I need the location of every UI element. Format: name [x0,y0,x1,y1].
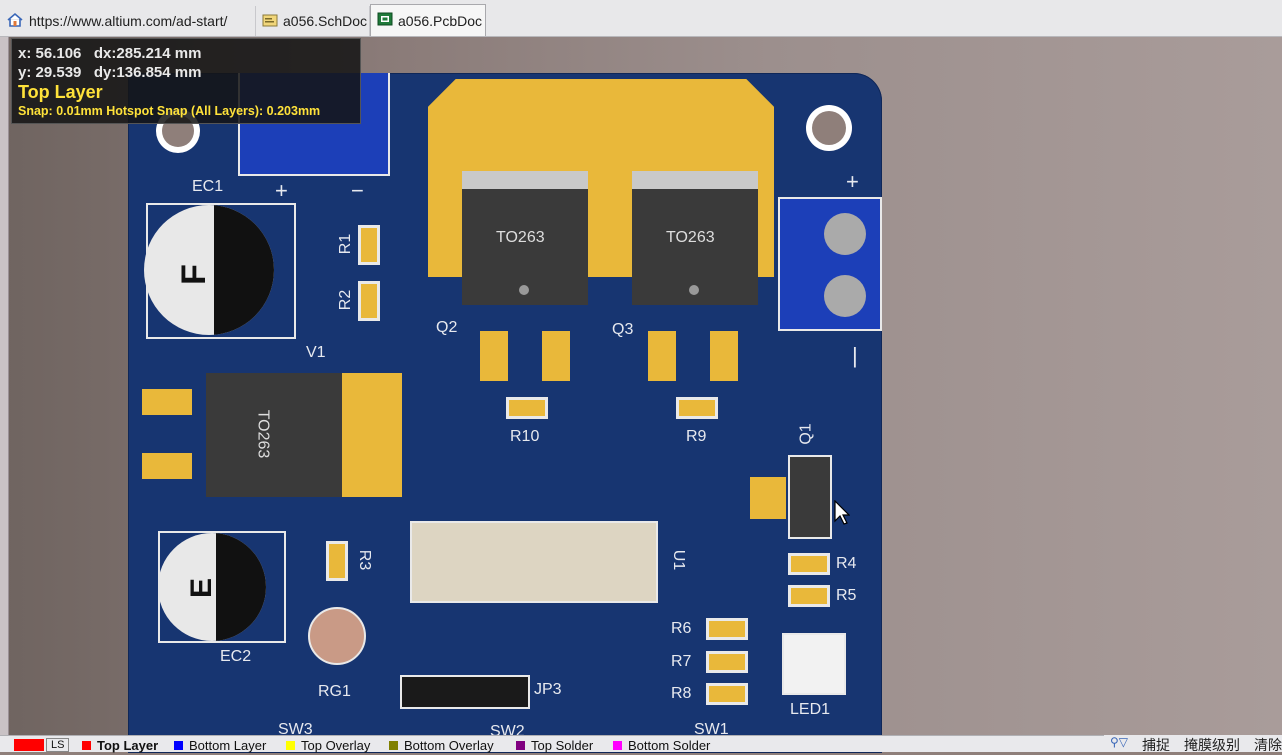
schematic-doc-icon [262,13,278,30]
terminal-right-minus: | [852,343,858,368]
r3-label: R3 [356,549,374,571]
layer-tab-label: Bottom Overlay [404,737,494,753]
layer-tab-bottom-solder[interactable]: Bottom Solder [613,737,710,753]
hud-active-layer: Top Layer [18,82,103,102]
ec1-label: EC1 [192,178,224,195]
r1-resistor[interactable] [358,225,380,265]
v1-pad-1 [142,389,192,415]
layer-tab-top-layer[interactable]: Top Layer [82,737,158,753]
led1-label: LED1 [790,701,831,718]
terminal-block-right[interactable] [778,197,882,331]
document-tab-bar: https://www.altium.com/ad-start/ a056.Sc… [0,0,1282,37]
u1-ic[interactable] [410,521,658,603]
clear-button[interactable]: 清除 [1254,737,1282,753]
tab-pcbdoc[interactable]: a056.PcbDoc [370,4,486,36]
terminal-left-minus: − [351,178,364,203]
layer-tab-bottom-overlay[interactable]: Bottom Overlay [389,737,494,753]
layer-tab-label: Top Layer [97,737,159,753]
r6-resistor[interactable] [706,618,748,640]
r6-label: R6 [671,620,692,637]
layer-tab-label: Top Solder [531,737,594,753]
ec2-capacitor[interactable]: E [158,531,286,643]
pcb-doc-icon [377,12,393,29]
q1-transistor[interactable] [788,455,832,539]
layer-tab-bar: LS Top Layer Bottom Layer Top Overlay Bo… [0,735,1282,753]
tab-label: a056.SchDoc [283,13,368,29]
r2-resistor[interactable] [358,281,380,321]
sw3-label: SW3 [278,721,313,738]
pcb-board[interactable]: + − TO263 Q2 TO263 Q3 + | F EC1 R1 R2 TO… [128,73,882,753]
mouse-cursor-icon [834,499,851,531]
v1-label: V1 [306,344,326,361]
rg1-photoresistor[interactable] [308,607,366,665]
led1[interactable] [782,633,846,695]
q3-package-label: TO263 [666,229,715,246]
hud-x-readout: x: 56.106 dx:285.214 mm [18,45,202,62]
coordinate-hud: x: 56.106 dx:285.214 mm y: 29.539 dy:136… [11,38,361,124]
v1-regulator[interactable]: TO263 [206,373,342,497]
hud-y-readout: y: 29.539 dy:136.854 mm [18,64,202,81]
jp3-label: JP3 [534,681,562,698]
v1-package-label: TO263 [254,409,272,459]
v1-heatsink-pad [342,373,402,497]
layer-tab-top-solder[interactable]: Top Solder [516,737,593,753]
q1-label: Q1 [797,423,815,445]
ec1-capacitor[interactable]: F [144,203,296,339]
layer-tab-label: Top Overlay [301,737,371,753]
q2-pad-2 [542,331,570,381]
layer-tab-bottom-layer[interactable]: Bottom Layer [174,737,266,753]
r4-label: R4 [836,555,857,572]
r3-resistor[interactable] [326,541,348,581]
sw1-label: SW1 [694,721,729,738]
mount-hole-top-right [806,105,852,151]
q2-package-label: TO263 [496,229,545,246]
ec1-polarity-mark: F [174,264,213,285]
home-icon [6,12,24,31]
r7-resistor[interactable] [706,651,748,673]
q3-label: Q3 [612,321,634,338]
mask-level-button[interactable]: 掩膜级别 [1184,737,1240,753]
r4-resistor[interactable] [788,553,830,575]
terminal-left-plus: + [275,178,288,203]
filter-icon[interactable]: ⚲▽ [1109,735,1128,749]
r5-resistor[interactable] [788,585,830,607]
tab-label: a056.PcbDoc [398,12,483,29]
layer-tab-label: Bottom Solder [628,737,711,753]
r7-label: R7 [671,653,692,670]
q3-pad-2 [710,331,738,381]
ls-label: LS [46,738,70,752]
layer-tab-label: Bottom Layer [189,737,267,753]
jp3-header[interactable] [400,675,530,709]
rg1-label: RG1 [318,683,351,700]
status-right-controls: ⚲▽ 捕捉 掩膜级别 清除 [1103,735,1282,753]
q3-pad-1 [648,331,676,381]
u1-label: U1 [670,549,688,571]
q3-body[interactable]: TO263 [632,171,758,305]
r8-resistor[interactable] [706,683,748,705]
r5-label: R5 [836,587,857,604]
hud-snap-info: Snap: 0.01mm Hotspot Snap (All Layers): … [18,104,321,118]
snap-button[interactable]: 捕捉 [1142,737,1170,753]
r9-resistor[interactable] [676,397,718,419]
tab-home[interactable]: https://www.altium.com/ad-start/ [0,6,256,36]
r10-label: R10 [510,428,540,445]
tab-label: https://www.altium.com/ad-start/ [29,13,228,29]
r8-label: R8 [671,685,692,702]
layer-tab-top-overlay[interactable]: Top Overlay [286,737,370,753]
left-panel-edge [0,37,9,735]
r2-label: R2 [337,289,355,311]
v1-pad-2 [142,453,192,479]
ec2-label: EC2 [220,648,252,665]
tab-schdoc[interactable]: a056.SchDoc [256,6,370,36]
q2-label: Q2 [436,319,458,336]
q1-pad-tab [750,477,786,519]
r9-label: R9 [686,428,707,445]
r1-label: R1 [337,233,355,255]
q2-pad-1 [480,331,508,381]
ec2-polarity-mark: E [185,577,219,599]
r10-resistor[interactable] [506,397,548,419]
q2-body[interactable]: TO263 [462,171,588,305]
terminal-right-plus: + [846,169,859,194]
